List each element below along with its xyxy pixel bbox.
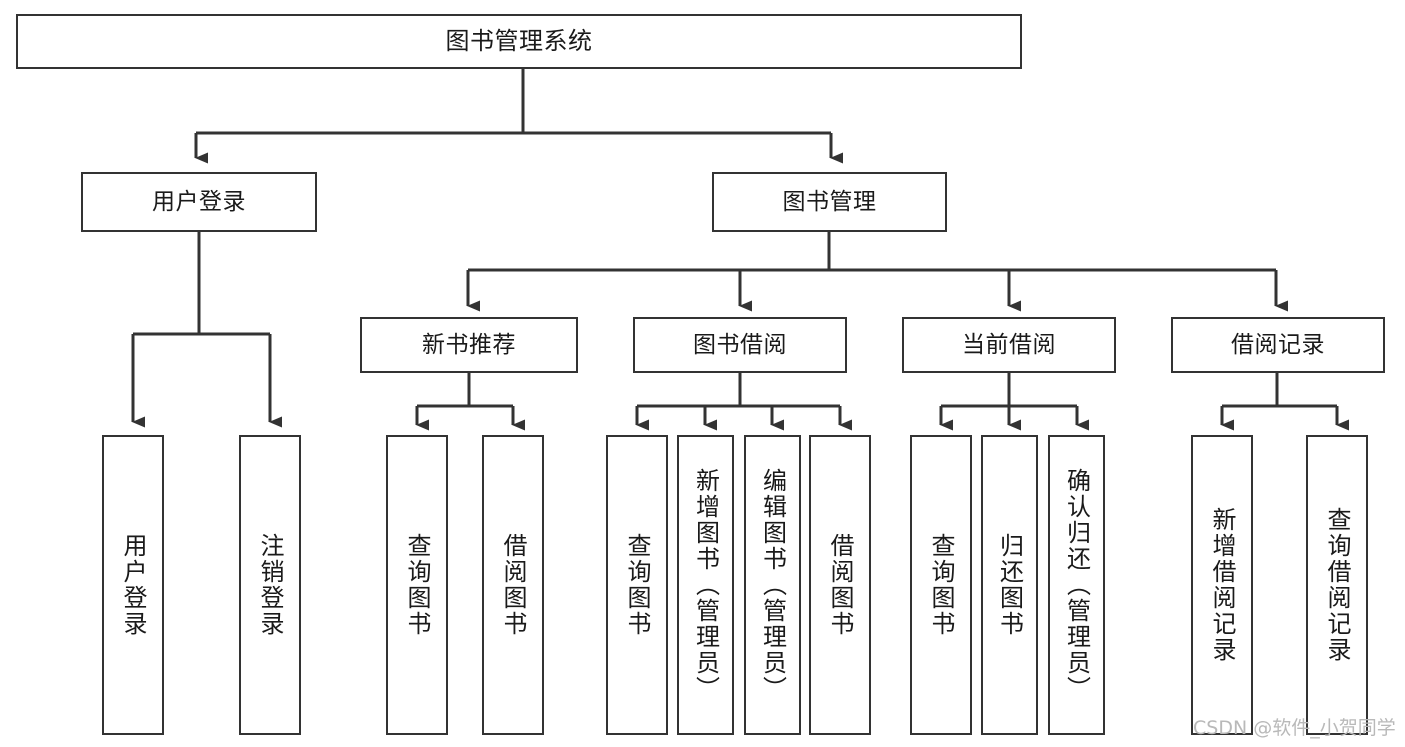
node-label: 用户登录 — [152, 188, 246, 215]
leaf-borrow-query-book[interactable]: 查询图书 — [606, 435, 668, 735]
node-label: 图书管理 — [782, 188, 877, 215]
node-label: 查询图书 — [623, 533, 651, 637]
leaf-borrow-borrow-book[interactable]: 借阅图书 — [809, 435, 871, 735]
node-label: 当前借阅 — [962, 331, 1056, 358]
node-label: 用户登录 — [119, 533, 147, 637]
leaf-user-login[interactable]: 用户登录 — [102, 435, 164, 735]
leaf-borrow-add-book-admin[interactable]: 新增图书（管理员） — [677, 435, 734, 735]
node-label: 查询图书 — [927, 533, 955, 637]
node-label: 查询图书 — [403, 533, 431, 637]
node-label: 新增图书（管理员） — [691, 468, 720, 702]
node-label: 借阅记录 — [1231, 331, 1325, 358]
node-label: 图书借阅 — [693, 331, 787, 358]
node-user-login[interactable]: 用户登录 — [81, 172, 317, 232]
leaf-borrow-edit-book-admin[interactable]: 编辑图书（管理员） — [744, 435, 801, 735]
node-borrow-record[interactable]: 借阅记录 — [1171, 317, 1385, 373]
node-label: 新书推荐 — [422, 331, 516, 358]
node-label: 确认归还（管理员） — [1062, 468, 1091, 702]
node-book-borrow[interactable]: 图书借阅 — [633, 317, 847, 373]
node-label: 图书管理系统 — [445, 26, 593, 55]
leaf-current-query-book[interactable]: 查询图书 — [910, 435, 972, 735]
node-label: 编辑图书（管理员） — [758, 468, 787, 702]
leaf-recommend-borrow-book[interactable]: 借阅图书 — [482, 435, 544, 735]
leaf-current-return-book[interactable]: 归还图书 — [981, 435, 1038, 735]
node-label: 归还图书 — [995, 533, 1024, 637]
node-label: 新增借阅记录 — [1208, 507, 1236, 663]
node-label: 查询借阅记录 — [1323, 507, 1351, 663]
node-new-book-recommend[interactable]: 新书推荐 — [360, 317, 578, 373]
leaf-record-add-borrow-record[interactable]: 新增借阅记录 — [1191, 435, 1253, 735]
node-root-book-management-system[interactable]: 图书管理系统 — [16, 14, 1022, 69]
node-book-management[interactable]: 图书管理 — [712, 172, 947, 232]
node-label: 借阅图书 — [826, 533, 854, 637]
leaf-recommend-query-book[interactable]: 查询图书 — [386, 435, 448, 735]
node-current-borrow[interactable]: 当前借阅 — [902, 317, 1116, 373]
leaf-user-logout[interactable]: 注销登录 — [239, 435, 301, 735]
node-label: 注销登录 — [256, 533, 284, 637]
leaf-current-confirm-return-admin[interactable]: 确认归还（管理员） — [1048, 435, 1105, 735]
node-label: 借阅图书 — [499, 533, 527, 637]
csdn-watermark: CSDN @软件_小贺同学 — [1193, 717, 1396, 739]
leaf-record-query-borrow-record[interactable]: 查询借阅记录 — [1306, 435, 1368, 735]
